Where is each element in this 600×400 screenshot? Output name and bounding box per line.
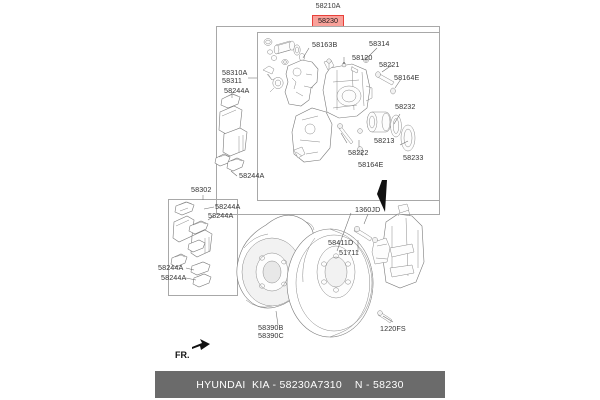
part-number-primary: 58230 bbox=[312, 15, 344, 27]
label-58221: 58221 bbox=[379, 60, 400, 69]
pad-kit-contents bbox=[170, 201, 213, 288]
label-58244a-kit-3: 58244A bbox=[158, 263, 184, 272]
orientation-marker-label: FR. bbox=[175, 350, 190, 360]
label-58164e-bottom: 58164E bbox=[358, 160, 384, 169]
caliper-housing bbox=[322, 59, 373, 119]
label-58244a-upper-left: 58244A bbox=[224, 86, 250, 95]
brake-disc-rotor bbox=[286, 228, 374, 338]
label-58390b-58390c: 58390B 58390C bbox=[258, 323, 284, 341]
label-58232: 58232 bbox=[395, 102, 416, 111]
label-58244a-lower-left: 58244A bbox=[239, 171, 265, 180]
label-58163b: 58163B bbox=[312, 40, 338, 49]
label-58213: 58213 bbox=[374, 136, 395, 145]
caliper-bracket bbox=[284, 59, 319, 107]
brake-pad-set-upper bbox=[214, 93, 248, 172]
fastener-group-upper bbox=[326, 57, 396, 154]
label-58244a-kit-4: 58244A bbox=[161, 273, 187, 282]
label-58164e-right: 58164E bbox=[394, 73, 420, 82]
fastener-group-lower bbox=[353, 225, 393, 324]
piston-seal-group bbox=[366, 111, 416, 152]
label-58411d: 58411D bbox=[328, 238, 354, 247]
label-58244a-kit-1: 58244A bbox=[215, 202, 241, 211]
caliper-carrier-lower bbox=[291, 107, 333, 163]
upper-assembly-inner-box bbox=[257, 32, 440, 201]
label-58222: 58222 bbox=[348, 148, 369, 157]
leader-lines-lower bbox=[185, 195, 394, 326]
leader-lines-upper bbox=[230, 47, 409, 177]
label-58302: 58302 bbox=[191, 185, 212, 194]
label-58233: 58233 bbox=[403, 153, 424, 162]
label-58310a-58311: 58310A 58311 bbox=[222, 68, 248, 86]
connector-arrow bbox=[377, 180, 387, 212]
label-1220fs: 1220FS bbox=[380, 324, 406, 333]
caliper-assembly-lower bbox=[371, 203, 425, 289]
part-number-secondary: 58210A bbox=[315, 1, 341, 10]
caption-text: HYUNDAI KIA - 58230A7310 N - 58230 bbox=[196, 378, 404, 391]
highlighted-part-number[interactable]: 58210A 58230 bbox=[278, 2, 378, 28]
label-1360jd: 1360JD bbox=[355, 205, 381, 214]
label-58244a-kit-2: 58244A bbox=[208, 211, 234, 220]
label-58314: 58314 bbox=[369, 39, 390, 48]
label-58120: 58120 bbox=[352, 53, 373, 62]
label-51711: 51711 bbox=[339, 248, 359, 257]
caption-bar: HYUNDAI KIA - 58230A7310 N - 58230 bbox=[155, 371, 445, 398]
guide-pin-group bbox=[262, 38, 306, 93]
